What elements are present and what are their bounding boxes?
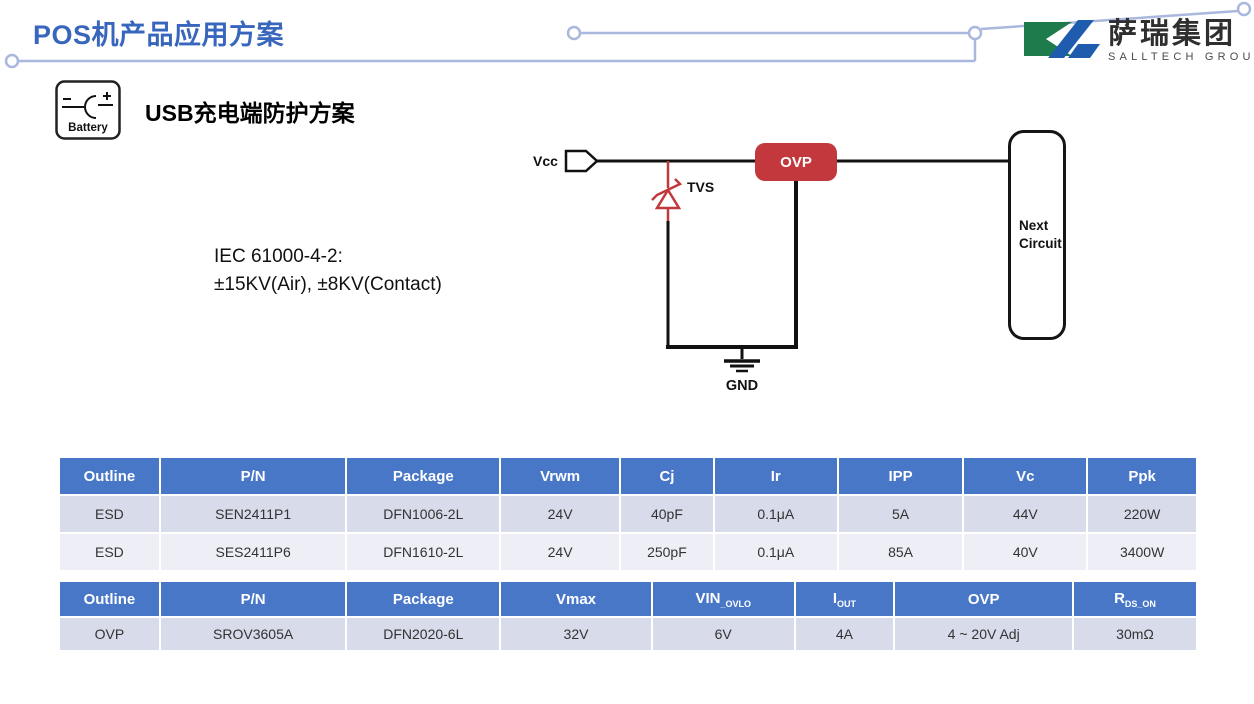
table-cell: 220W	[1086, 494, 1198, 534]
table-cell: 40V	[962, 532, 1089, 572]
table-cell: 24V	[499, 494, 621, 534]
table-cell: 40pF	[619, 494, 715, 534]
table-header-cell: Cj	[619, 456, 715, 496]
ovp-block-label: OVP	[780, 153, 812, 171]
iec-standard-note: IEC 61000-4-2: ±15KV(Air), ±8KV(Contact)	[214, 243, 442, 299]
table-header-cell: P/N	[158, 580, 348, 618]
logo-name-cn: 萨瑞集团	[1108, 18, 1237, 50]
table-cell: 4 ~ 20V Adj	[893, 616, 1075, 652]
table-cell: ESD	[58, 532, 161, 572]
table-cell: 3400W	[1086, 532, 1198, 572]
table-cell: 0.1μA	[712, 494, 839, 534]
logo-mark-icon	[1024, 20, 1100, 58]
table-cell: 30mΩ	[1072, 616, 1198, 652]
circuit-diagram: Vcc TVS GND	[533, 149, 1008, 394]
table-header-cell: Outline	[58, 456, 161, 496]
table-header-cell: IPP	[836, 456, 965, 496]
table-cell: 6V	[650, 616, 796, 652]
table-cell: 5A	[836, 494, 965, 534]
table-header-cell: Package	[345, 456, 502, 496]
table-cell: DFN1610-2L	[345, 532, 502, 572]
table-header-cell: IOUT	[793, 580, 896, 618]
table-cell: 32V	[499, 616, 653, 652]
table-cell: SES2411P6	[158, 532, 348, 572]
table-header-cell: Outline	[58, 580, 161, 618]
iec-note-line2: ±15KV(Air), ±8KV(Contact)	[214, 274, 442, 295]
table-header-cell: RDS_ON	[1072, 580, 1198, 618]
table-header-cell: Package	[345, 580, 502, 618]
gnd-label: GND	[726, 378, 758, 394]
table-cell: 24V	[499, 532, 621, 572]
next-circuit-block: Next Circuit	[1008, 130, 1066, 340]
table-cell: 0.1μA	[712, 532, 839, 572]
battery-icon-label: Battery	[68, 122, 108, 134]
table-cell: ESD	[58, 494, 161, 534]
page-title: POS机产品应用方案	[33, 20, 285, 50]
table-header-cell: Vrwm	[499, 456, 621, 496]
table-cell: OVP	[58, 616, 161, 652]
ovp-block: OVP	[755, 143, 837, 181]
table-cell: SEN2411P1	[158, 494, 348, 534]
table-cell: DFN1006-2L	[345, 494, 502, 534]
table-header-cell: Vmax	[499, 580, 653, 618]
iec-note-line1: IEC 61000-4-2:	[214, 246, 343, 267]
table-cell: 250pF	[619, 532, 715, 572]
table-header-cell: P/N	[158, 456, 348, 496]
battery-icon: Battery	[55, 80, 121, 140]
table-header-cell: OVP	[893, 580, 1075, 618]
table-cell: 4A	[793, 616, 896, 652]
next-circuit-line1: Next	[1019, 218, 1049, 233]
logo-name-en: SALLTECH GROUP	[1108, 51, 1254, 63]
company-logo: 萨瑞集团 SALLTECH GROUP	[1022, 20, 1254, 63]
table-cell: SROV3605A	[158, 616, 348, 652]
table-header-cell: Vc	[962, 456, 1089, 496]
section-heading-cn: 充电端防护方案	[193, 101, 355, 126]
section-heading-latin: USB	[145, 100, 194, 126]
next-circuit-line2: Circuit	[1019, 236, 1062, 251]
vcc-label: Vcc	[533, 153, 558, 169]
tvs-diode-icon	[651, 161, 683, 221]
table-header-cell: Ppk	[1086, 456, 1198, 496]
table-cell: 85A	[836, 532, 965, 572]
table-header-cell: VIN_OVLO	[650, 580, 796, 618]
table-header-cell: Ir	[712, 456, 839, 496]
tvs-label: TVS	[687, 179, 714, 195]
vcc-input-arrow-icon	[564, 149, 599, 173]
table-cell: 44V	[962, 494, 1089, 534]
section-heading: USB充电端防护方案	[145, 94, 355, 128]
table-cell: DFN2020-6L	[345, 616, 502, 652]
